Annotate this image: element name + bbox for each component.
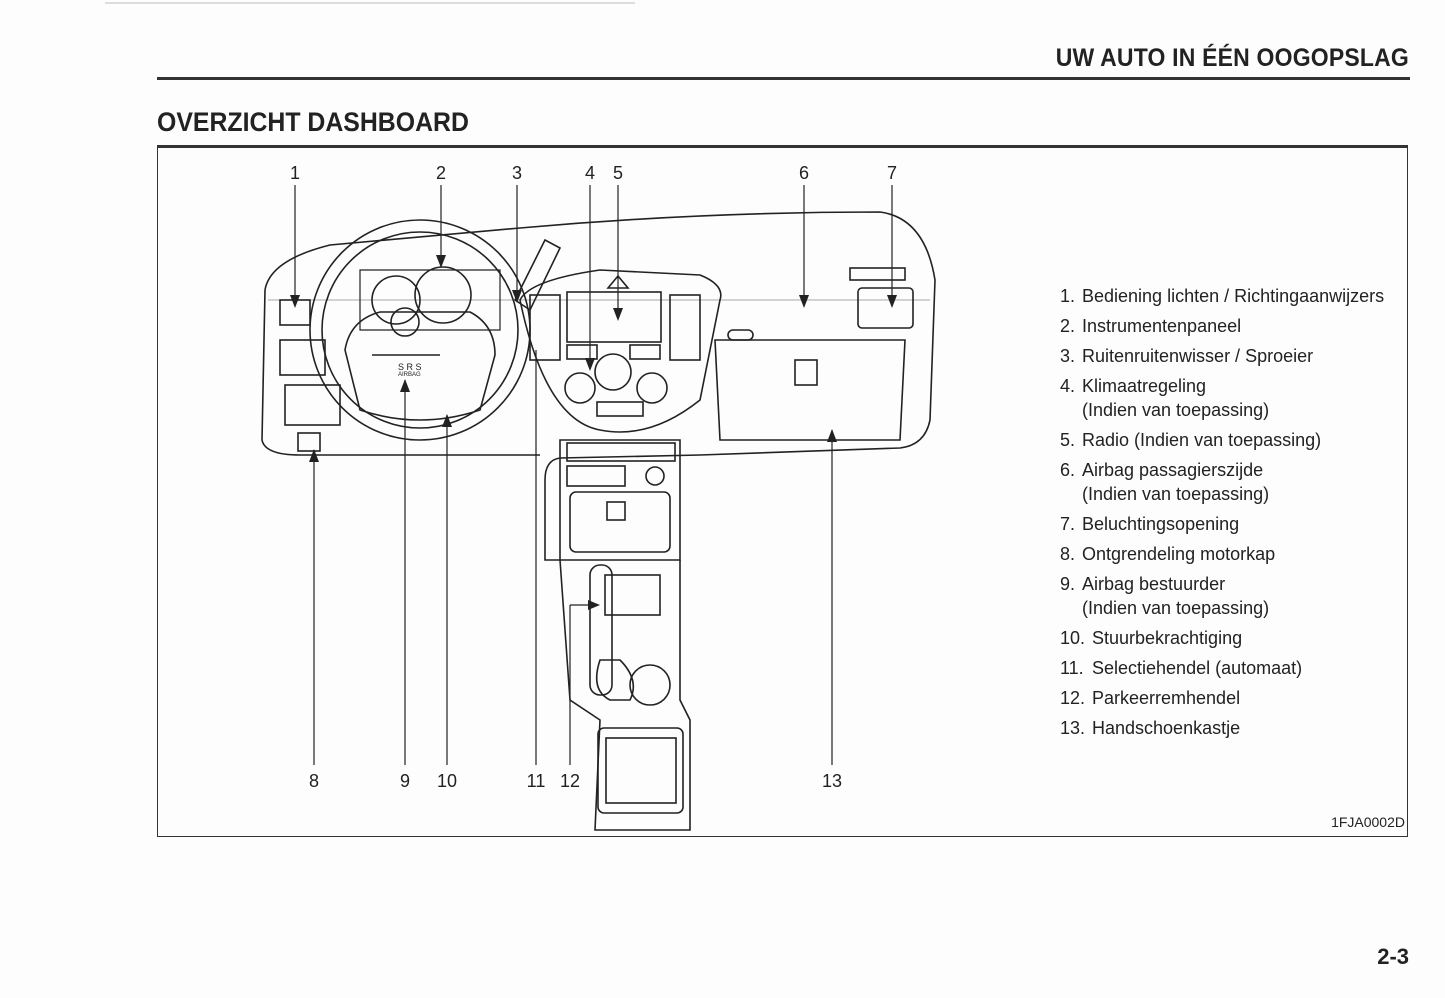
legend-item: 2. Instrumentenpaneel [1060, 311, 1384, 341]
legend-list: 1. Bediening lichten / Richtingaanwijzers… [1060, 281, 1384, 743]
legend-text: Airbag passagierszijde [1082, 460, 1264, 480]
airbag-hub [344, 311, 496, 421]
legend-item: 6. Airbag passagierszijde [1060, 455, 1384, 485]
climate-knob-left [564, 372, 596, 404]
floor-console [559, 559, 691, 831]
legend-number: 6. [1060, 460, 1076, 480]
legend-number: 8. [1060, 544, 1076, 564]
legend-number: 3. [1060, 346, 1076, 366]
legend-item: 4. Klimaatregeling [1060, 371, 1384, 401]
airbag-sublabel: AIRBAG [398, 372, 421, 378]
legend-text: Handschoenkastje [1092, 718, 1241, 738]
tachometer [414, 266, 472, 324]
figure-frame [157, 145, 1408, 837]
parking-brake [589, 564, 613, 696]
center-stack [519, 269, 722, 433]
scan-edge-line [105, 2, 635, 4]
callout-3: 3 [511, 163, 523, 183]
callout-leaders [294, 185, 893, 765]
legend-number: 5. [1060, 430, 1076, 450]
legend-item: 1. Bediening lichten / Richtingaanwijzers [1060, 281, 1384, 311]
legend-number: 10. [1060, 628, 1086, 648]
legend-item: 11. Selectiehendel (automaat) [1060, 653, 1384, 683]
legend-text: Airbag bestuurder [1082, 574, 1226, 594]
legend-item: 5. Radio (Indien van toepassing) [1060, 425, 1384, 455]
legend-subtext: (Indien van toepassing) [1082, 400, 1270, 420]
speedometer [371, 275, 421, 325]
page-title: OVERZICHT DASHBOARD [157, 107, 469, 137]
legend-item: 13. Handschoenkastje [1060, 713, 1384, 743]
glove-box [714, 339, 906, 441]
callout-arrowheads [290, 255, 897, 610]
legend-number: 1. [1060, 286, 1076, 306]
legend-item: 8. Ontgrendeling motorkap [1060, 539, 1384, 569]
legend-text: Instrumentenpaneel [1082, 316, 1242, 336]
legend-number: 7. [1060, 514, 1076, 534]
radio-display [566, 291, 662, 343]
callout-12: 12 [559, 771, 581, 791]
legend-subtext: (Indien van toepassing) [1082, 598, 1270, 618]
callout-4: 4 [584, 163, 596, 183]
legend-number: 4. [1060, 376, 1076, 396]
legend-subtext: (Indien van toepassing) [1082, 484, 1270, 504]
callout-7: 7 [886, 163, 898, 183]
callout-6: 6 [798, 163, 810, 183]
legend-item: 3. Ruitenruitenwisser / Sproeier [1060, 341, 1384, 371]
figure-code: 1FJA0002D [1331, 814, 1405, 830]
callout-11: 11 [526, 771, 546, 791]
legend-number: 2. [1060, 316, 1076, 336]
legend-item: 12. Parkeerremhendel [1060, 683, 1384, 713]
legend-number: 11. [1060, 658, 1084, 678]
legend-text: Stuurbekrachtiging [1092, 628, 1243, 648]
callout-5: 5 [612, 163, 624, 183]
climate-knob-right [636, 372, 668, 404]
section-title: UW AUTO IN ÉÉN OOGOPSLAG [1055, 44, 1409, 72]
legend-number: 9. [1060, 574, 1076, 594]
legend-text: Beluchtingsopening [1082, 514, 1240, 534]
callout-1: 1 [289, 163, 301, 183]
callout-10: 10 [436, 771, 458, 791]
callout-13: 13 [821, 771, 843, 791]
header-rule [157, 77, 1410, 80]
legend-item: 10. Stuurbekrachtiging [1060, 623, 1384, 653]
legend-text: Klimaatregeling [1082, 376, 1207, 396]
legend-text: Ruitenruitenwisser / Sproeier [1082, 346, 1314, 366]
legend-number: 12. [1060, 688, 1086, 708]
airbag-label: S R S [398, 362, 422, 372]
legend-number: 13. [1060, 718, 1086, 738]
callout-9: 9 [399, 771, 411, 791]
page-number: 2-3 [1377, 944, 1409, 969]
climate-knob-center [594, 353, 632, 391]
legend-text: Parkeerremhendel [1092, 688, 1241, 708]
callout-8: 8 [308, 771, 320, 791]
legend-text: Bediening lichten / Richtingaanwijzers [1082, 286, 1385, 306]
air-vent [857, 287, 914, 329]
legend-text: Radio (Indien van toepassing) [1082, 430, 1322, 450]
legend-text: Ontgrendeling motorkap [1082, 544, 1276, 564]
legend-text: Selectiehendel (automaat) [1092, 658, 1303, 678]
legend-item: 9. Airbag bestuurder [1060, 569, 1384, 599]
legend-item: 7. Beluchtingsopening [1060, 509, 1384, 539]
dashboard-outline [261, 211, 936, 561]
callout-2: 2 [435, 163, 447, 183]
gear-lever [595, 659, 635, 701]
